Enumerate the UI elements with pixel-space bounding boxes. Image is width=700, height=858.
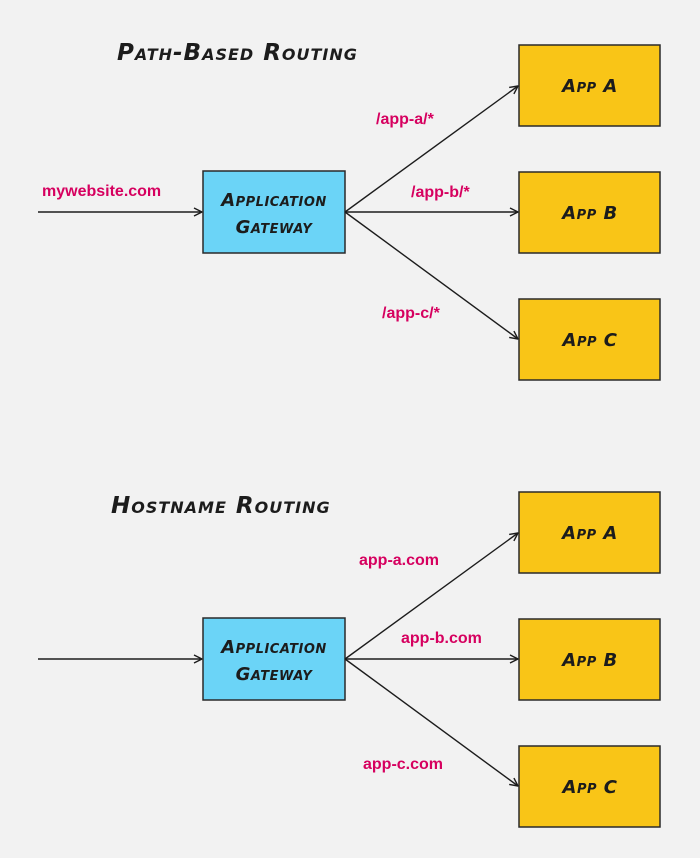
section-path-based-routing: Path-Based Routing mywebsite.com Applica…	[38, 40, 661, 381]
route-edge-a	[344, 85, 519, 213]
app-node-c: App C	[518, 298, 661, 381]
route-label-a: /app-a/*	[376, 111, 435, 128]
gateway-label-line1: Application	[219, 637, 327, 658]
gateway-node: Application Gateway	[202, 170, 346, 254]
app-node-a: App A	[518, 491, 661, 574]
incoming-edge-label: mywebsite.com	[42, 183, 161, 200]
app-box	[518, 171, 661, 254]
route-edge-a	[344, 532, 519, 660]
route-label-b: app-b.com	[401, 630, 482, 647]
route-label-b: /app-b/*	[411, 184, 470, 201]
gateway-label-line2: Gateway	[236, 217, 314, 238]
route-edge-c	[344, 658, 519, 787]
app-box	[518, 44, 661, 127]
app-label: App B	[560, 203, 617, 224]
app-box	[518, 618, 661, 701]
gateway-box	[202, 170, 346, 254]
app-box	[518, 745, 661, 828]
app-label: App C	[561, 330, 618, 351]
gateway-node: Application Gateway	[202, 617, 346, 701]
section-hostname-routing: Hostname Routing Application Gateway app…	[38, 491, 661, 828]
gateway-label-line1: Application	[219, 190, 327, 211]
app-label: App A	[560, 523, 618, 544]
section-title: Hostname Routing	[111, 493, 331, 519]
route-label-a: app-a.com	[359, 552, 439, 569]
route-label-c: /app-c/*	[382, 305, 441, 322]
section-title: Path-Based Routing	[117, 40, 358, 66]
app-label: App C	[561, 777, 618, 798]
route-edge-c	[344, 211, 519, 340]
gateway-label-line2: Gateway	[236, 664, 314, 685]
app-label: App A	[560, 76, 618, 97]
route-label-c: app-c.com	[363, 756, 443, 773]
app-box	[518, 491, 661, 574]
app-node-c: App C	[518, 745, 661, 828]
app-box	[518, 298, 661, 381]
app-node-b: App B	[518, 618, 661, 701]
app-node-a: App A	[518, 44, 661, 127]
app-label: App B	[560, 650, 617, 671]
gateway-box	[202, 617, 346, 701]
app-node-b: App B	[518, 171, 661, 254]
